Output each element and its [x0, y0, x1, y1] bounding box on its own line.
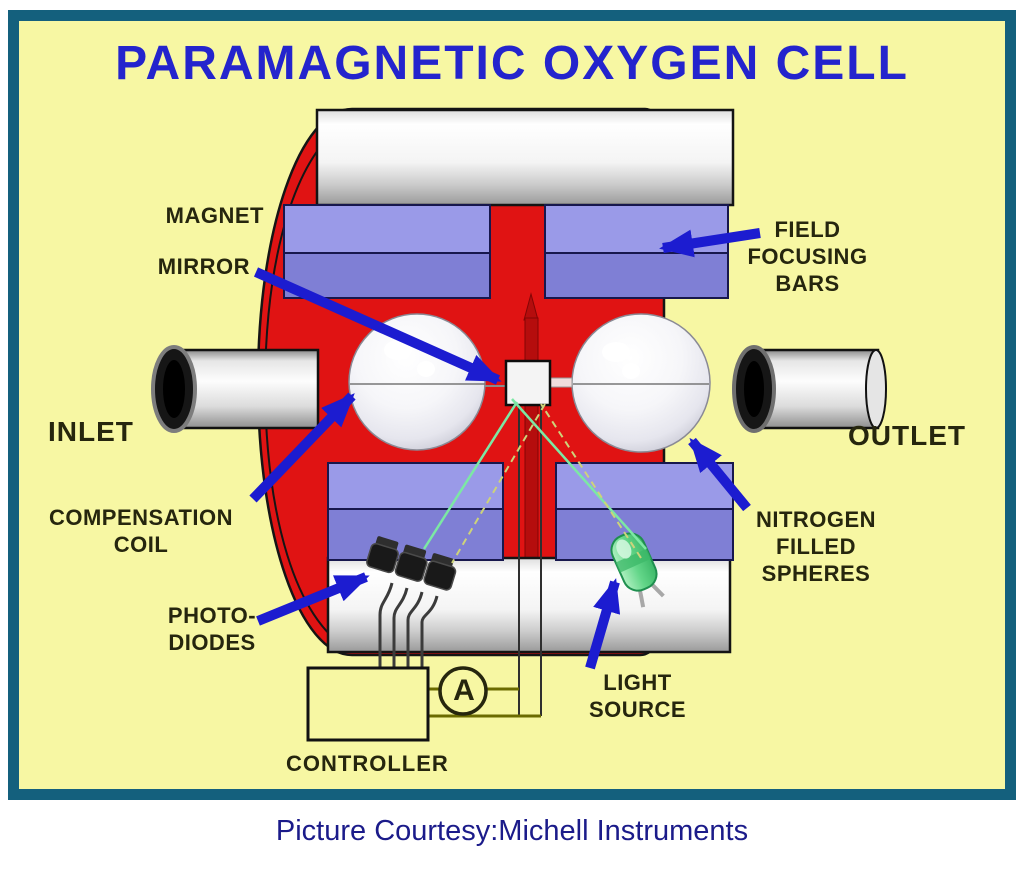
- pointer-arrows: [249, 228, 761, 670]
- nitrogen-spheres-arrow: [688, 437, 751, 512]
- photodiodes-arrow: [256, 572, 370, 626]
- magnet-cylinder-top: [315, 108, 735, 207]
- mirror-arrow: [253, 267, 502, 385]
- photodiodes: [366, 536, 457, 591]
- field-bar-upper-right: [544, 204, 729, 299]
- nitrogen-sphere-left: [348, 313, 486, 451]
- label-field-focusing-bars: FIELD FOCUSING BARS: [747, 217, 868, 296]
- ammeter-letter: A: [453, 674, 475, 707]
- light-source-arrow: [585, 578, 621, 670]
- label-nitrogen-filled-spheres: NITROGEN FILLED SPHERES: [755, 507, 877, 586]
- label-light-source: LIGHT SOURCE: [588, 670, 687, 722]
- mirror: [504, 359, 573, 407]
- label-inlet: INLET: [48, 416, 134, 447]
- page-title: PARAMAGNETIC OXYGEN CELL: [115, 37, 909, 90]
- circuit-wires: [378, 406, 542, 718]
- label-controller: CONTROLLER: [286, 751, 449, 776]
- picture-courtesy-caption: Picture Courtesy:Michell Instruments: [275, 815, 749, 847]
- controller-box: [306, 666, 430, 742]
- field-focusing-bars: [283, 204, 734, 561]
- label-compensation-coil: COMPENSATION COIL: [48, 505, 234, 557]
- outlet-tube: [732, 345, 887, 433]
- label-photodiodes: PHOTO- DIODES: [167, 603, 257, 655]
- field-bar-lower-left: [327, 462, 504, 561]
- light-beams: [422, 398, 647, 564]
- nitrogen-sphere-right: [571, 313, 711, 453]
- label-outlet: OUTLET: [848, 420, 966, 451]
- inlet-tube: [151, 345, 320, 433]
- field-bars-arrow: [659, 228, 761, 258]
- label-magnet: MAGNET: [165, 203, 264, 228]
- label-mirror: MIRROR: [157, 254, 250, 279]
- field-bar-upper-left: [283, 204, 491, 299]
- ammeter: [438, 666, 488, 716]
- compensation-coil-arrow: [249, 392, 356, 503]
